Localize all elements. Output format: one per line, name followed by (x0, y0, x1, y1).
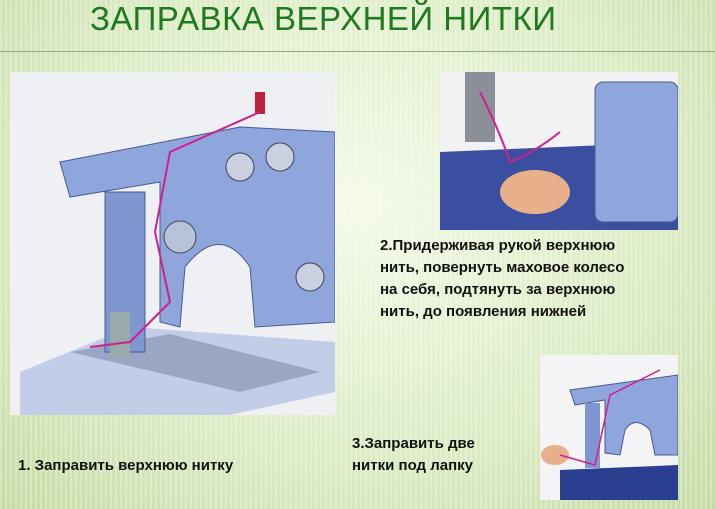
slide-title: ЗАПРАВКА ВЕРХНЕЙ НИТКИ (90, 0, 557, 37)
sewing-machine-image-2 (440, 72, 678, 230)
sewing-machine-image-3 (540, 355, 678, 500)
title-divider (0, 51, 715, 52)
step-1-caption: 1. Заправить верхнюю нитку (18, 457, 234, 474)
step-3-caption: 3.Заправить две нитки под лапку (352, 433, 475, 477)
step-3-line: 3.Заправить две (352, 435, 475, 452)
step-2-line: нить, повернуть маховое колесо (380, 259, 625, 276)
step-2-caption: 2.Придерживая рукой верхнюю нить, поверн… (380, 235, 624, 323)
step-2-line: нить, до появления нижней (380, 303, 587, 320)
step-3-line: нитки под лапку (352, 457, 474, 474)
step-2-line: на себя, подтянуть за верхнюю (380, 281, 616, 298)
step-2-line: 2.Придерживая рукой верхнюю (380, 237, 616, 254)
sewing-machine-image-1 (10, 72, 335, 415)
